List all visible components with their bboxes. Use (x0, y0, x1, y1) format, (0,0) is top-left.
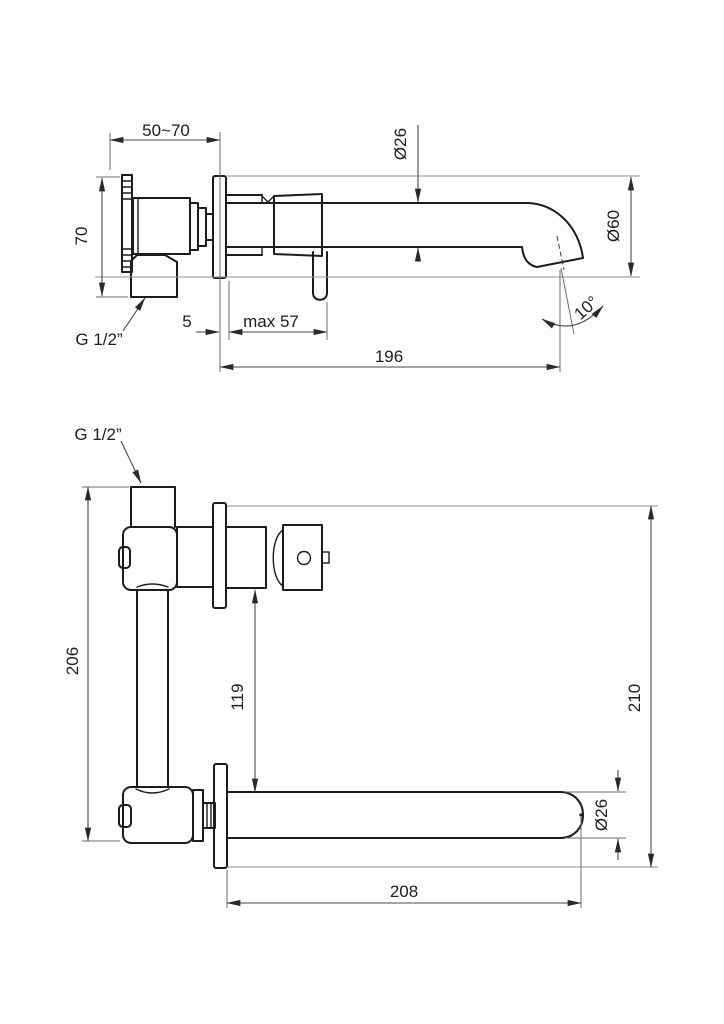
front-view-drawing: G 1/2” 206 119 210 Ø26 208 (63, 425, 658, 908)
handle-lever (312, 251, 328, 301)
spout-outline (225, 202, 584, 268)
thread-leader-bottom (120, 440, 142, 484)
outlet-axis (556, 235, 565, 271)
valve-body (132, 197, 191, 255)
handle-cone-edge (272, 529, 284, 587)
lower-escutcheon (213, 763, 228, 869)
thread-label-top: G 1/2” (75, 330, 123, 349)
top-view-dimensions: 50~70 70 Ø26 Ø60 5 max 57 196 10° G 1/2” (72, 121, 635, 371)
concealed-body (121, 174, 214, 298)
dim-outlet-angle: 10° (570, 292, 602, 323)
top-view-drawing: 50~70 70 Ø26 Ø60 5 max 57 196 10° G 1/2” (72, 121, 640, 372)
thread-label-bottom: G 1/2” (74, 425, 122, 444)
lower-spout-unit (118, 763, 584, 869)
mounting-flange (121, 174, 133, 273)
lower-valve-body (122, 786, 194, 844)
dim-body-height: 70 (72, 227, 91, 246)
inlet-pipe-outline (130, 486, 176, 528)
lower-saddle-joint (135, 788, 170, 794)
top-view-extension-lines (95, 132, 640, 372)
dim-spout-diameter: Ø26 (391, 128, 410, 160)
dim-embed-depth: 50~70 (142, 121, 190, 140)
dim-plate-diameter: Ø60 (604, 210, 623, 242)
lower-side-port (118, 804, 132, 828)
spout-side (225, 202, 584, 271)
dim-overall-height: 210 (625, 684, 644, 712)
handle-hub (273, 193, 323, 257)
handle-knob (321, 551, 330, 564)
cartridge-step-3 (205, 213, 214, 241)
inlet-pipe (130, 486, 176, 528)
spout-front-outline (226, 791, 584, 839)
upper-side-port (118, 546, 131, 569)
handle-assembly-side (225, 193, 328, 301)
dim-spout-length: 196 (375, 347, 403, 366)
upper-escutcheon (212, 502, 227, 609)
valve-neck (176, 526, 214, 588)
front-view-dimensions: G 1/2” 206 119 210 Ø26 208 (63, 425, 655, 907)
cartridge-step-2 (197, 207, 207, 247)
serration-ticks (121, 180, 133, 268)
dim-spout-diameter: Ø26 (592, 799, 611, 831)
handle-pin-hole (296, 550, 312, 566)
dim-arc-outlet-angle (541, 305, 604, 329)
upper-valve-unit (118, 502, 330, 609)
dim-unit-spacing: 119 (228, 683, 247, 710)
dim-spout-length: 208 (390, 882, 418, 901)
upper-saddle-joint (136, 583, 169, 588)
dim-plate-offset: 5 (182, 312, 191, 331)
riser-tube (136, 589, 169, 788)
inlet-connection-block (130, 254, 178, 298)
handle-drum (282, 524, 323, 591)
cartridge-step-1 (189, 202, 199, 251)
dim-handle-projection: max 57 (243, 312, 299, 331)
thread-leader-top (122, 297, 146, 332)
handle-base-cylinder (225, 526, 267, 589)
upper-valve-body (122, 526, 178, 591)
front-view-extension-lines (82, 486, 658, 908)
spout-connector (192, 789, 204, 842)
dim-body-height: 206 (63, 647, 82, 675)
spout-tip-point (579, 813, 583, 817)
outlet-angle-ray (560, 267, 575, 335)
sleeve-joint-notch (261, 195, 275, 203)
